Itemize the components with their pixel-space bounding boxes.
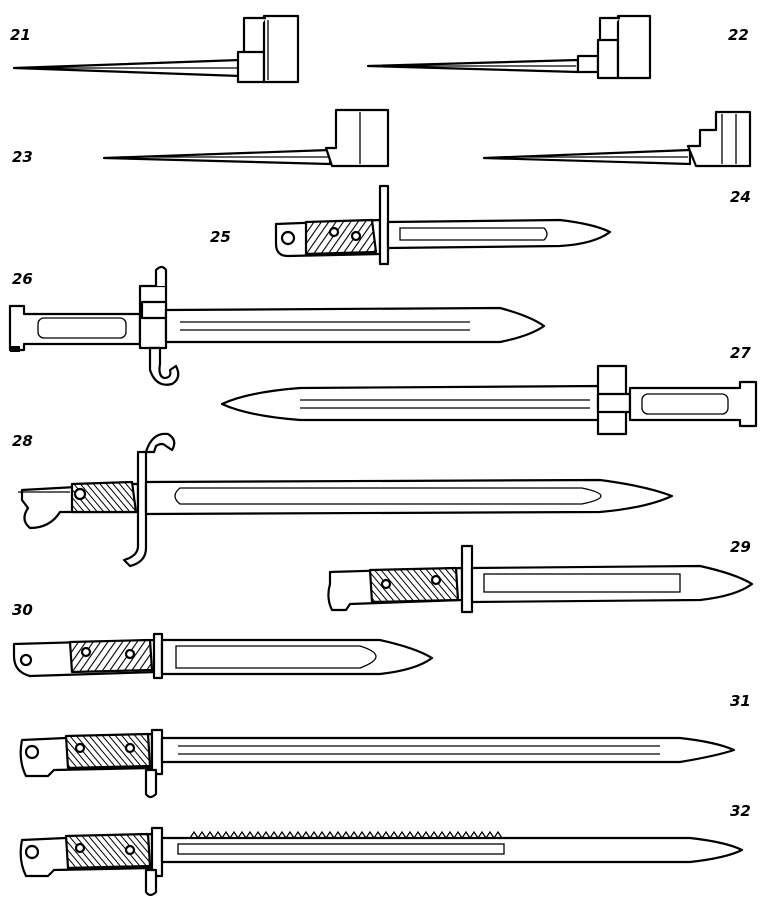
label-21: 21 [10, 26, 31, 44]
label-30: 30 [12, 601, 33, 619]
bayonet-24 [482, 110, 752, 168]
bayonet-25 [274, 184, 612, 266]
label-32: 32 [730, 802, 751, 820]
bayonet-28 [18, 432, 674, 568]
label-26: 26 [12, 270, 33, 288]
bayonet-26 [8, 265, 546, 386]
bayonet-22 [366, 14, 652, 80]
bayonet-30 [12, 632, 434, 680]
bayonet-31 [19, 728, 736, 799]
label-23: 23 [12, 148, 33, 166]
label-25: 25 [210, 228, 231, 246]
label-29: 29 [730, 538, 751, 556]
bayonet-23 [102, 108, 390, 168]
label-24: 24 [730, 188, 751, 206]
bayonet-29 [327, 544, 754, 614]
label-27: 27 [730, 344, 751, 362]
bayonet-27 [220, 364, 758, 436]
label-31: 31 [730, 692, 751, 710]
label-22: 22 [728, 26, 749, 44]
bayonet-32 [19, 826, 744, 897]
bayonet-21 [12, 14, 300, 84]
label-28: 28 [12, 432, 33, 450]
